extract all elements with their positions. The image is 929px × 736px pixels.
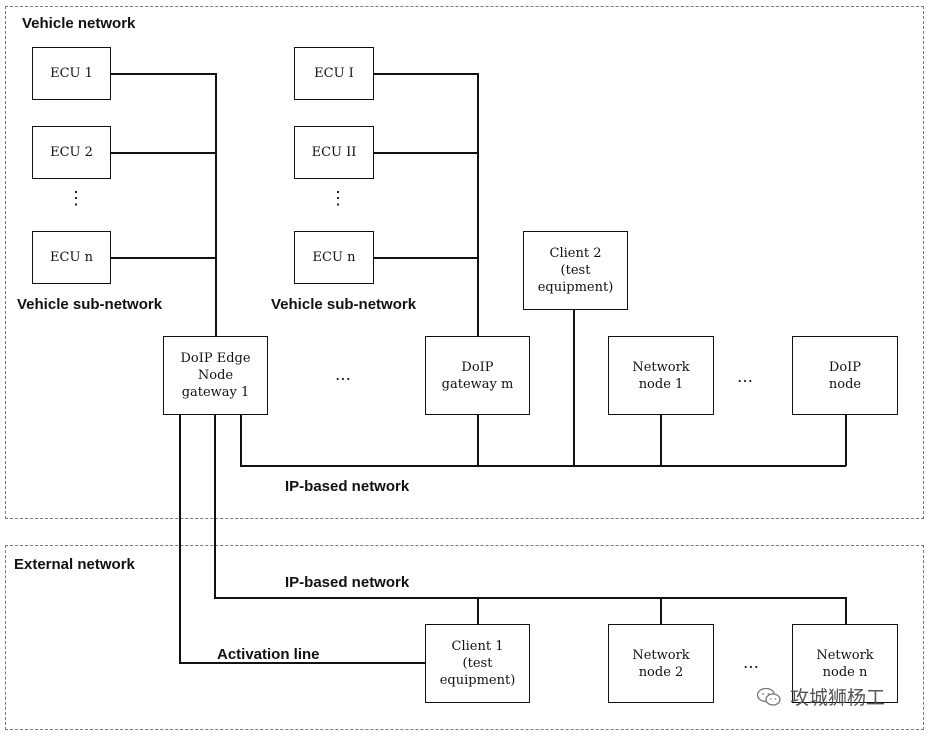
vehicle-sub-network-right-label: Vehicle sub-network bbox=[271, 296, 417, 313]
network-node-n-box: Network node n bbox=[792, 624, 898, 703]
client-2-box: Client 2 (test equipment) bbox=[523, 231, 628, 310]
external-network-title: External network bbox=[14, 556, 135, 573]
external-ip-bus bbox=[214, 597, 846, 599]
ecu-n-right-box: ECU n bbox=[294, 231, 374, 284]
network-node-1-ip-drop bbox=[660, 414, 662, 466]
vehicle-ip-network-label: IP-based network bbox=[285, 478, 410, 495]
ecu-2-box: ECU 2 bbox=[32, 126, 111, 179]
vehicle-sub-network-left-label: Vehicle sub-network bbox=[17, 296, 163, 313]
doip-node-box: DoIP node bbox=[792, 336, 898, 415]
network-node-1-box: Network node 1 bbox=[608, 336, 714, 415]
left-sub-bus bbox=[215, 73, 217, 337]
ecu-n-left-link bbox=[110, 257, 216, 259]
vehicle-network-region bbox=[5, 6, 924, 519]
right-sub-bus bbox=[477, 73, 479, 337]
gateway-m-ip-drop bbox=[477, 414, 479, 466]
activation-line-vertical bbox=[179, 414, 181, 663]
watermark-text: 攻城狮杨工 bbox=[790, 687, 886, 709]
network-node-n-ip-drop bbox=[845, 597, 847, 624]
ecu-n-right-link bbox=[373, 257, 478, 259]
client-1-box: Client 1 (test equipment) bbox=[425, 624, 530, 703]
external-ip-network-label: IP-based network bbox=[285, 574, 410, 591]
doip-gateway-m-box: DoIP gateway m bbox=[425, 336, 530, 415]
activation-line-horizontal bbox=[179, 662, 426, 664]
vehicle-network-title: Vehicle network bbox=[22, 15, 136, 32]
edge-node-external-drop bbox=[214, 414, 216, 598]
ecu-n-left-box: ECU n bbox=[32, 231, 111, 284]
doip-node-ip-drop bbox=[845, 414, 847, 466]
ecu-1-link bbox=[110, 73, 216, 75]
external-nodes-ellipsis: … bbox=[743, 653, 759, 672]
vehicle-ip-bus bbox=[240, 465, 846, 467]
network-node-2-box: Network node 2 bbox=[608, 624, 714, 703]
ecu-ii-box: ECU II bbox=[294, 126, 374, 179]
ecu-i-box: ECU I bbox=[294, 47, 374, 100]
ecu-ii-link bbox=[373, 152, 478, 154]
activation-line-label: Activation line bbox=[217, 646, 320, 663]
ecu-i-link bbox=[373, 73, 478, 75]
external-network-region bbox=[5, 545, 924, 730]
ecu-2-link bbox=[110, 152, 216, 154]
doip-edge-node-gateway-1-box: DoIP Edge Node gateway 1 bbox=[163, 336, 268, 415]
watermark: 攻城狮杨工 bbox=[756, 683, 885, 710]
ecu-left-vertical-ellipsis: ⋮ bbox=[67, 188, 85, 209]
ecu-1-box: ECU 1 bbox=[32, 47, 111, 100]
client-1-ip-drop bbox=[477, 597, 479, 624]
client-2-ip-drop bbox=[573, 309, 575, 466]
network-node-2-ip-drop bbox=[660, 597, 662, 624]
edge-node-ip-drop bbox=[240, 414, 242, 466]
gateways-ellipsis: … bbox=[335, 365, 351, 384]
vehicle-nodes-ellipsis: … bbox=[737, 367, 753, 386]
wechat-icon bbox=[756, 687, 781, 706]
ecu-right-vertical-ellipsis: ⋮ bbox=[329, 188, 347, 209]
